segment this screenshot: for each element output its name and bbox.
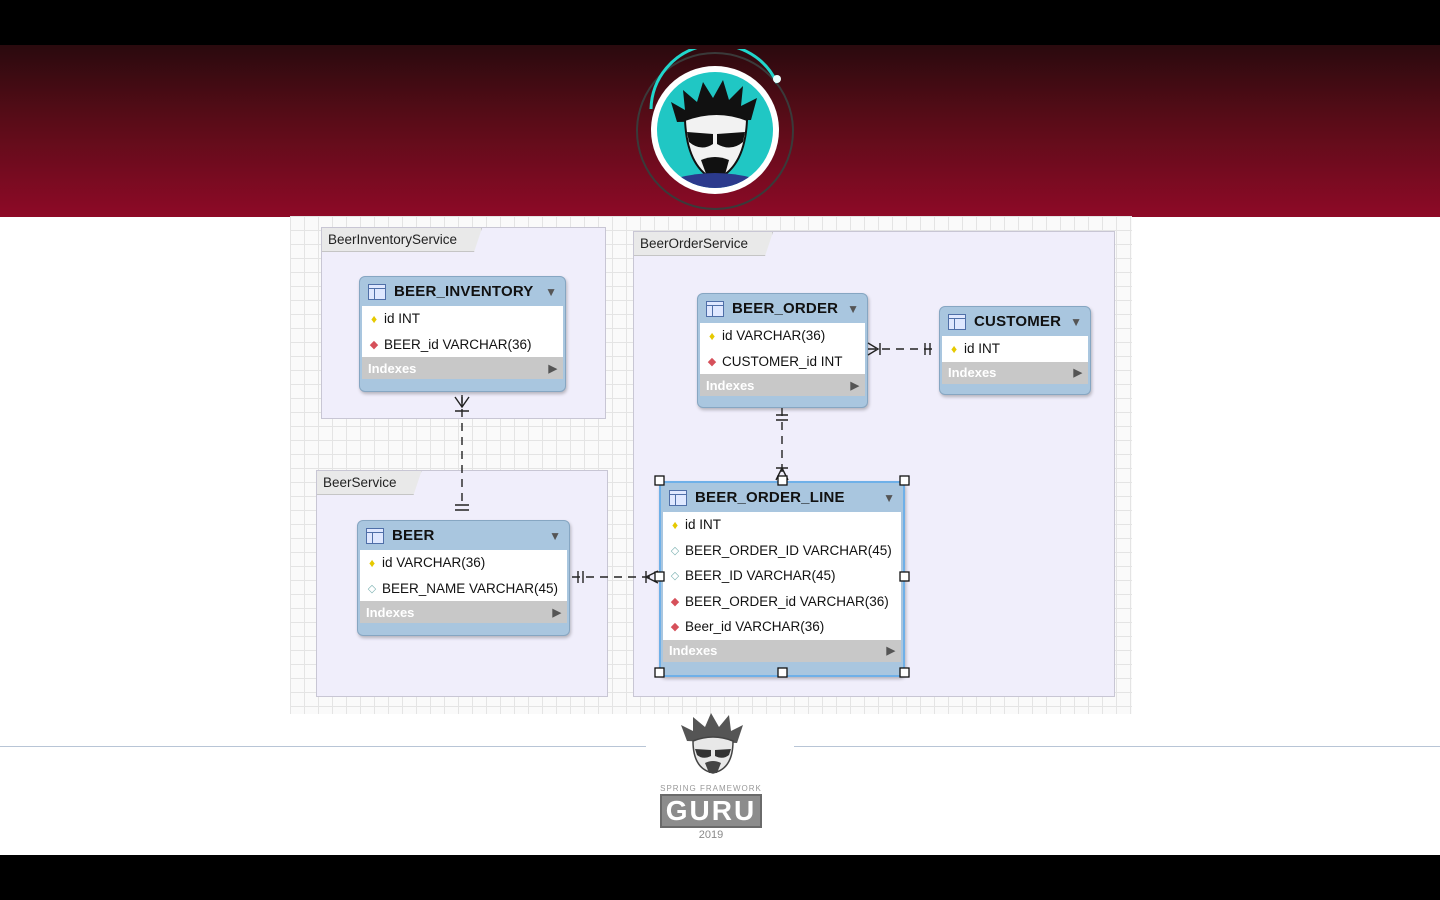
indexes-section[interactable]: Indexes ▶ <box>700 374 865 396</box>
column-row[interactable]: ♦ id INT <box>942 336 1088 362</box>
key-icon: ♦ <box>368 555 376 570</box>
collapse-icon[interactable]: ▼ <box>545 284 557 299</box>
table-name: BEER <box>392 527 435 544</box>
logo-tagline: SPRING FRAMEWORK <box>660 784 762 793</box>
region-label: BeerService <box>317 471 422 495</box>
column-text: id INT <box>685 517 722 533</box>
table-name: BEER_ORDER_LINE <box>695 489 845 506</box>
column-row[interactable]: ◇ BEER_NAME VARCHAR(45) <box>360 576 567 602</box>
table-icon <box>366 527 384 544</box>
collapse-icon[interactable]: ▼ <box>549 528 561 543</box>
table-icon <box>948 313 966 330</box>
indexes-label: Indexes <box>948 365 997 380</box>
foreign-key-icon: ◆ <box>369 338 379 351</box>
key-icon: ♦ <box>950 341 958 356</box>
letterbox-bottom <box>0 855 1440 900</box>
column-text: id INT <box>964 341 1001 357</box>
column-row[interactable]: ♦ id INT <box>362 306 563 332</box>
spring-framework-guru-logo: SPRING FRAMEWORK GURU 2019 <box>656 713 766 843</box>
expand-arrow-icon: ▶ <box>1073 367 1082 379</box>
diagram-canvas: BeerInventoryService BeerOrderService Be… <box>290 216 1132 714</box>
foreign-key-icon: ◆ <box>670 621 680 634</box>
column-icon: ◇ <box>670 570 680 583</box>
region-label: BeerOrderService <box>634 232 773 256</box>
column-text: Beer_id VARCHAR(36) <box>685 619 825 635</box>
key-icon: ♦ <box>370 311 378 326</box>
column-text: BEER_id VARCHAR(36) <box>384 336 532 352</box>
key-icon: ♦ <box>708 328 716 343</box>
collapse-icon[interactable]: ▼ <box>1070 314 1082 329</box>
table-beer-order-line[interactable]: BEER_ORDER_LINE ▼ ♦ id INT ◇ BEER_ORDER_ID… <box>659 481 905 677</box>
indexes-label: Indexes <box>368 360 417 376</box>
table-icon <box>669 489 687 506</box>
column-text: BEER_ID VARCHAR(45) <box>685 568 836 584</box>
column-row[interactable]: ♦ id INT <box>663 512 901 538</box>
table-name: CUSTOMER <box>974 313 1062 330</box>
column-icon: ◇ <box>670 544 680 557</box>
collapse-icon[interactable]: ▼ <box>883 490 895 505</box>
column-text: BEER_ORDER_id VARCHAR(36) <box>685 593 889 609</box>
expand-arrow-icon: ▶ <box>886 645 895 657</box>
expand-arrow-icon: ▶ <box>548 362 557 375</box>
table-icon <box>368 283 386 300</box>
column-text: id INT <box>384 311 421 327</box>
foreign-key-icon: ◆ <box>707 355 717 368</box>
indexes-label: Indexes <box>706 377 755 393</box>
column-text: BEER_NAME VARCHAR(45) <box>382 580 559 596</box>
table-icon <box>706 300 724 317</box>
divider-right <box>794 746 1440 747</box>
avatar <box>651 66 779 194</box>
indexes-section[interactable]: Indexes ▶ <box>663 639 901 662</box>
column-row[interactable]: ♦ id VARCHAR(36) <box>360 550 567 576</box>
guru-face-icon <box>671 80 757 188</box>
column-row[interactable]: ♦ id VARCHAR(36) <box>700 323 865 349</box>
column-row[interactable]: ◆ CUSTOMER_id INT <box>700 349 865 375</box>
indexes-section[interactable]: Indexes ▶ <box>942 361 1088 384</box>
column-text: BEER_ORDER_ID VARCHAR(45) <box>685 542 892 558</box>
column-icon: ◇ <box>367 582 377 595</box>
column-row[interactable]: ◇ BEER_ID VARCHAR(45) <box>663 563 901 589</box>
indexes-label: Indexes <box>669 643 718 658</box>
key-icon: ♦ <box>671 517 679 532</box>
column-row[interactable]: ◆ BEER_ORDER_id VARCHAR(36) <box>663 589 901 615</box>
slide: BeerInventoryService BeerOrderService Be… <box>0 45 1440 855</box>
collapse-icon[interactable]: ▼ <box>847 301 859 316</box>
table-customer[interactable]: CUSTOMER ▼ ♦ id INT Indexes ▶ <box>939 306 1091 395</box>
indexes-section[interactable]: Indexes ▶ <box>360 601 567 623</box>
expand-arrow-icon: ▶ <box>552 606 561 619</box>
table-name: BEER_ORDER <box>732 300 839 317</box>
avatar-ring <box>636 49 794 210</box>
expand-arrow-icon: ▶ <box>850 379 859 392</box>
table-beer[interactable]: BEER ▼ ♦ id VARCHAR(36) ◇ BEER_NAME VARCHA… <box>357 520 570 636</box>
logo-year: 2019 <box>698 829 724 841</box>
logo-wordmark: GURU <box>659 794 763 828</box>
column-row[interactable]: ◆ Beer_id VARCHAR(36) <box>663 614 901 640</box>
divider-left <box>0 746 646 747</box>
table-beer-order[interactable]: BEER_ORDER ▼ ♦ id VARCHAR(36) ◆ CUSTOMER_i… <box>697 293 868 408</box>
foreign-key-icon: ◆ <box>670 595 680 608</box>
column-row[interactable]: ◆ BEER_id VARCHAR(36) <box>362 332 563 358</box>
indexes-section[interactable]: Indexes ▶ <box>362 357 563 379</box>
column-text: CUSTOMER_id INT <box>722 353 843 369</box>
region-label: BeerInventoryService <box>322 228 482 252</box>
indexes-label: Indexes <box>366 604 415 620</box>
column-row[interactable]: ◇ BEER_ORDER_ID VARCHAR(45) <box>663 538 901 564</box>
table-beer-inventory[interactable]: BEER_INVENTORY ▼ ♦ id INT ◆ BEER_id VARCHA… <box>359 276 566 392</box>
guru-face-icon <box>681 713 743 774</box>
column-text: id VARCHAR(36) <box>382 555 486 571</box>
letterbox-top <box>0 0 1440 45</box>
table-name: BEER_INVENTORY <box>394 283 534 300</box>
column-text: id VARCHAR(36) <box>722 328 826 344</box>
